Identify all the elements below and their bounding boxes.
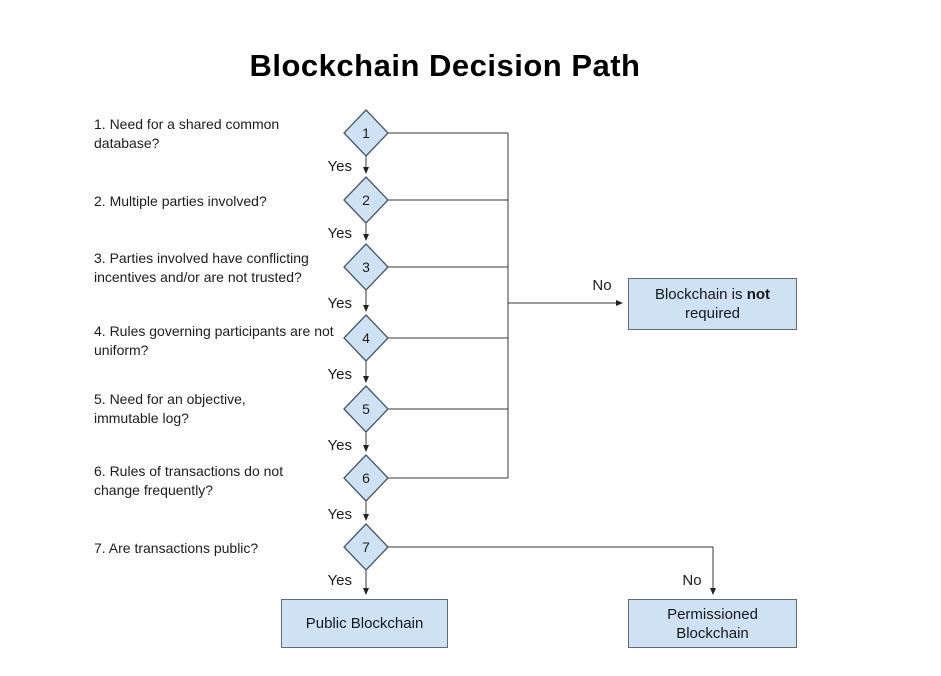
question-7: 7. Are transactions public? <box>94 540 259 556</box>
yes-label-6: Yes <box>327 506 352 523</box>
decision-node-7 <box>343 523 389 571</box>
yes-label-5: Yes <box>327 437 352 454</box>
yes-label-7: Yes <box>327 572 352 589</box>
diagram-title: Blockchain Decision Path <box>249 48 641 83</box>
decision-node-3 <box>343 243 389 291</box>
decision-node-1 <box>343 109 389 157</box>
no-label-7: No <box>682 572 702 589</box>
no-label-bus: No <box>592 277 612 294</box>
node-number-4: 4 <box>362 330 370 346</box>
outcome-box-public: Public Blockchain <box>281 599 448 648</box>
question-6: 6. Rules of transactions do not change f… <box>94 463 284 498</box>
decision-node-6 <box>343 454 389 502</box>
outcome-not-required-text: Blockchain is not required <box>654 286 771 322</box>
decision-node-2 <box>343 176 389 224</box>
yes-label-4: Yes <box>327 366 352 383</box>
yes-label-1: Yes <box>327 158 352 175</box>
node-number-2: 2 <box>362 192 370 208</box>
node-number-1: 1 <box>362 125 370 141</box>
yes-label-3: Yes <box>327 295 352 312</box>
edge-no-7-permissioned <box>388 546 716 595</box>
outcome-public-text: Public Blockchain <box>305 615 424 632</box>
decision-node-4 <box>343 314 389 362</box>
node-number-5: 5 <box>362 401 370 417</box>
node-number-3: 3 <box>362 259 370 275</box>
connector-lines <box>363 132 716 595</box>
outcome-box-not-required: Blockchain is not required <box>628 278 797 330</box>
question-4: 4. Rules governing participants are not … <box>94 323 334 358</box>
question-3: 3. Parties involved have conflicting inc… <box>94 250 309 285</box>
node-number-6: 6 <box>362 470 370 486</box>
yes-label-2: Yes <box>327 225 352 242</box>
outcome-permissioned-text: Permissioned Blockchain <box>667 605 758 642</box>
outcome-box-permissioned: Permissioned Blockchain <box>628 599 797 648</box>
question-1: 1. Need for a shared common database? <box>94 116 280 151</box>
decision-nodes <box>343 109 389 571</box>
question-2: 2. Multiple parties involved? <box>94 193 267 209</box>
node-number-7: 7 <box>362 539 370 555</box>
decision-node-5 <box>343 385 389 433</box>
question-5: 5. Need for an objective, immutable log? <box>94 391 246 426</box>
